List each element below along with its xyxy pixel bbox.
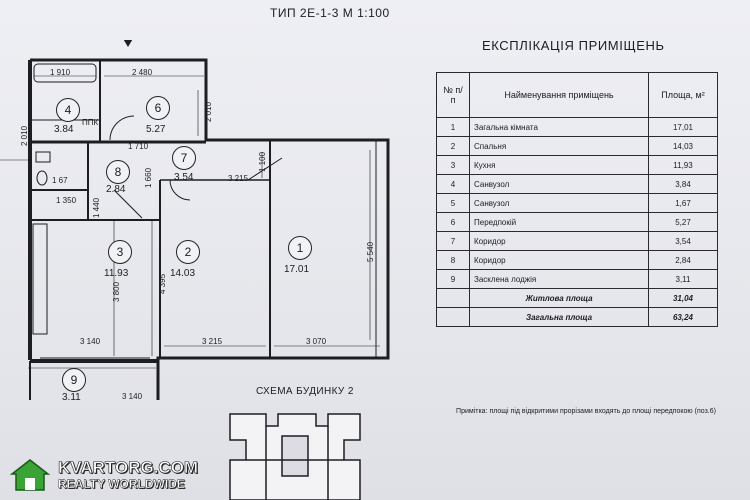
- dimension-label: 1 440: [92, 197, 101, 218]
- room-number: 8: [106, 160, 130, 184]
- row-name: Передпокій: [469, 212, 649, 232]
- row-num: 7: [436, 231, 470, 251]
- dimension-label: 5 540: [366, 241, 375, 262]
- floor-plan-drawing: [0, 40, 390, 400]
- room-area: 3.84: [54, 124, 74, 135]
- row-name: Кухня: [469, 155, 649, 175]
- row-num: 4: [436, 174, 470, 194]
- room-number: 4: [56, 98, 80, 122]
- dimension-label: 3 800: [112, 281, 121, 302]
- room-area: 17.01: [284, 264, 310, 275]
- room-number: 7: [172, 146, 196, 170]
- room-area: 14.03: [170, 268, 196, 279]
- dimension-label: 3 070: [306, 337, 327, 346]
- dimension-label: 3 140: [80, 337, 101, 346]
- room-area: 2.84: [106, 184, 126, 195]
- dimension-label: 1 350: [56, 196, 77, 205]
- building-scheme-drawing: [229, 413, 361, 500]
- explication-title: ЕКСПЛІКАЦІЯ ПРИМІЩЕНЬ: [482, 38, 665, 53]
- row-num: 2: [436, 136, 470, 156]
- scheme-title: СХЕМА БУДИНКУ 2: [256, 386, 354, 397]
- total-area: 63,24: [648, 307, 718, 327]
- room-area: 3.54: [174, 172, 194, 183]
- room-number: 9: [62, 368, 86, 392]
- table-header-row: № п/п Найменування приміщень Площа, м²: [436, 72, 718, 118]
- dimension-label: 3 215: [228, 174, 249, 183]
- row-num: 6: [436, 212, 470, 232]
- dimension-label: 2 480: [132, 68, 153, 77]
- room-number: 1: [288, 236, 312, 260]
- watermark: KVARTORG.COM REALTY WORLDWIDE: [8, 456, 198, 494]
- room-area: 11.93: [104, 268, 129, 279]
- row-name: Коридор: [469, 231, 649, 251]
- dimension-label: 1 660: [144, 167, 153, 188]
- row-num: 3: [436, 155, 470, 175]
- room-number: 6: [146, 96, 170, 120]
- room-number: 3: [108, 240, 132, 264]
- row-name: Загальна кімната: [469, 117, 649, 137]
- explication-table: № п/п Найменування приміщень Площа, м² 1…: [436, 72, 718, 327]
- dimension-label: 2 010: [204, 101, 213, 122]
- row-name: Засклена лоджія: [469, 269, 649, 289]
- row-area: 3,11: [648, 269, 718, 289]
- row-area: 3,54: [648, 231, 718, 251]
- dimension-label: 1 910: [50, 68, 71, 77]
- dimension-label: 3 140: [122, 392, 143, 401]
- watermark-line2: REALTY WORLDWIDE: [58, 477, 185, 491]
- row-name: Санвузол: [469, 193, 649, 213]
- row-area: 17,01: [648, 117, 718, 137]
- header-num: № п/п: [436, 72, 470, 118]
- dimension-label: 2 010: [20, 125, 29, 146]
- row-area: 5,27: [648, 212, 718, 232]
- watermark-line1: KVARTORG.COM: [58, 458, 199, 477]
- header-area: Площа, м²: [648, 72, 718, 118]
- room-number: 2: [176, 240, 200, 264]
- dimension-label: 1 710: [128, 142, 149, 151]
- row-area: 14,03: [648, 136, 718, 156]
- dimension-label: 1 67: [52, 176, 68, 185]
- ppk-label: ППК: [82, 118, 99, 127]
- total-name: Житлова площа: [469, 288, 649, 308]
- empty-cell: [436, 307, 470, 327]
- empty-cell: [436, 288, 470, 308]
- room-area: 3.11: [62, 392, 81, 403]
- header-name: Найменування приміщень: [469, 72, 649, 118]
- row-num: 5: [436, 193, 470, 213]
- row-area: 3,84: [648, 174, 718, 194]
- row-num: 8: [436, 250, 470, 270]
- dimension-label: 1 100: [258, 151, 267, 172]
- row-name: Санвузол: [469, 174, 649, 194]
- house-logo-icon: [9, 459, 51, 491]
- room-area: 5.27: [146, 124, 166, 135]
- dimension-label: 3 215: [202, 337, 223, 346]
- total-name: Загальна площа: [469, 307, 649, 327]
- row-num: 9: [436, 269, 470, 289]
- row-num: 1: [436, 117, 470, 137]
- total-area: 31,04: [648, 288, 718, 308]
- plan-title: ТИП 2Е-1-3 М 1:100: [270, 6, 390, 20]
- row-area: 1,67: [648, 193, 718, 213]
- footnote: Примітка: площі під відкритими прорізами…: [456, 408, 716, 415]
- row-area: 2,84: [648, 250, 718, 270]
- row-area: 11,93: [648, 155, 718, 175]
- row-name: Коридор: [469, 250, 649, 270]
- dimension-label: 4 395: [158, 273, 167, 294]
- row-name: Спальня: [469, 136, 649, 156]
